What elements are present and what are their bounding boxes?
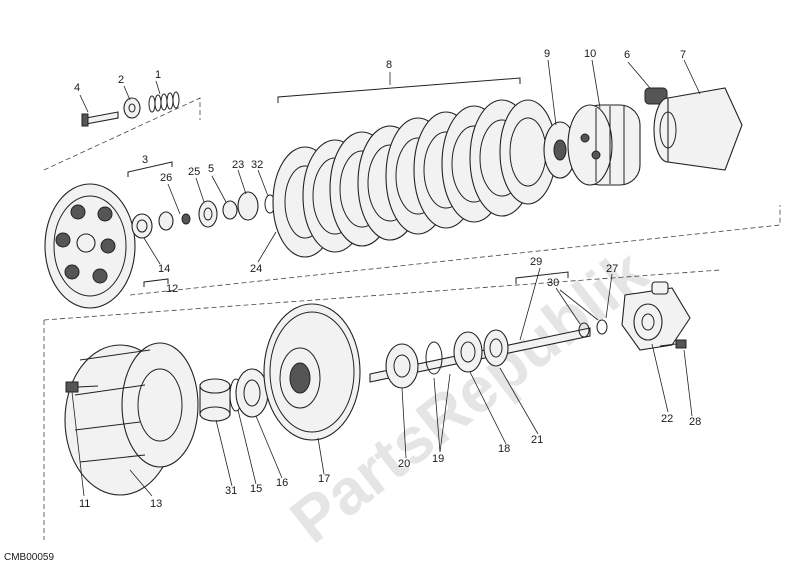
bearing-20 bbox=[385, 343, 419, 389]
label-8: 8 bbox=[386, 59, 392, 71]
label-1: 1 bbox=[155, 69, 161, 81]
label-27: 27 bbox=[606, 263, 618, 275]
bushing-21 bbox=[483, 329, 509, 367]
label-28: 28 bbox=[689, 416, 701, 428]
label-9: 9 bbox=[544, 48, 550, 60]
washer-2 bbox=[123, 97, 141, 119]
label-20: 20 bbox=[398, 458, 410, 470]
bushing-25 bbox=[198, 200, 218, 228]
spring-1 bbox=[148, 91, 180, 113]
label-3: 3 bbox=[142, 154, 148, 166]
o-ring-27 bbox=[596, 319, 608, 335]
label-11: 11 bbox=[79, 498, 90, 510]
pressure-plate bbox=[44, 183, 136, 309]
label-6: 6 bbox=[624, 49, 630, 61]
label-5: 5 bbox=[208, 163, 214, 175]
ring-5 bbox=[222, 200, 238, 220]
inner-hub-10 bbox=[567, 104, 641, 186]
bearing-18 bbox=[453, 331, 483, 373]
label-4: 4 bbox=[74, 82, 80, 94]
label-29: 29 bbox=[530, 256, 542, 268]
label-30: 30 bbox=[547, 277, 559, 289]
label-24: 24 bbox=[250, 263, 262, 275]
label-25: 25 bbox=[188, 166, 200, 178]
seal-30 bbox=[578, 322, 590, 338]
diagram-code: CMB00059 bbox=[4, 552, 54, 563]
label-21: 21 bbox=[531, 434, 543, 446]
label-18: 18 bbox=[498, 443, 510, 455]
label-31: 31 bbox=[225, 485, 237, 497]
clutch-plate-stack bbox=[272, 99, 557, 258]
washer-23 bbox=[237, 191, 259, 221]
snap-ring-19 bbox=[425, 341, 443, 375]
label-13: 13 bbox=[150, 498, 162, 510]
label-2: 2 bbox=[118, 74, 124, 86]
spacer-16 bbox=[235, 368, 269, 418]
clutch-housing-13 bbox=[64, 342, 199, 496]
pushrod-26 bbox=[158, 211, 191, 231]
primary-gear-17 bbox=[263, 303, 361, 441]
screw-4 bbox=[81, 111, 119, 127]
label-23: 23 bbox=[232, 159, 244, 171]
bearing-14 bbox=[131, 213, 153, 239]
label-10: 10 bbox=[584, 48, 596, 60]
cover-7 bbox=[653, 87, 743, 171]
label-7: 7 bbox=[680, 49, 686, 61]
label-32: 32 bbox=[251, 159, 263, 171]
screw-28 bbox=[659, 339, 687, 349]
label-15: 15 bbox=[250, 483, 262, 495]
leader-lines bbox=[71, 59, 701, 497]
label-22: 22 bbox=[661, 413, 673, 425]
damper-6 bbox=[644, 87, 668, 105]
label-17: 17 bbox=[318, 473, 330, 485]
label-12: 12 bbox=[166, 283, 178, 295]
label-26: 26 bbox=[160, 172, 172, 184]
bushing-31 bbox=[199, 378, 231, 422]
frame-lines bbox=[43, 97, 781, 540]
label-16: 16 bbox=[276, 477, 288, 489]
brackets bbox=[127, 77, 569, 287]
label-14: 14 bbox=[158, 263, 170, 275]
label-19: 19 bbox=[432, 453, 444, 465]
callout-labels: 1 2 3 4 5 6 7 8 9 10 11 12 13 14 15 16 1… bbox=[74, 48, 701, 510]
